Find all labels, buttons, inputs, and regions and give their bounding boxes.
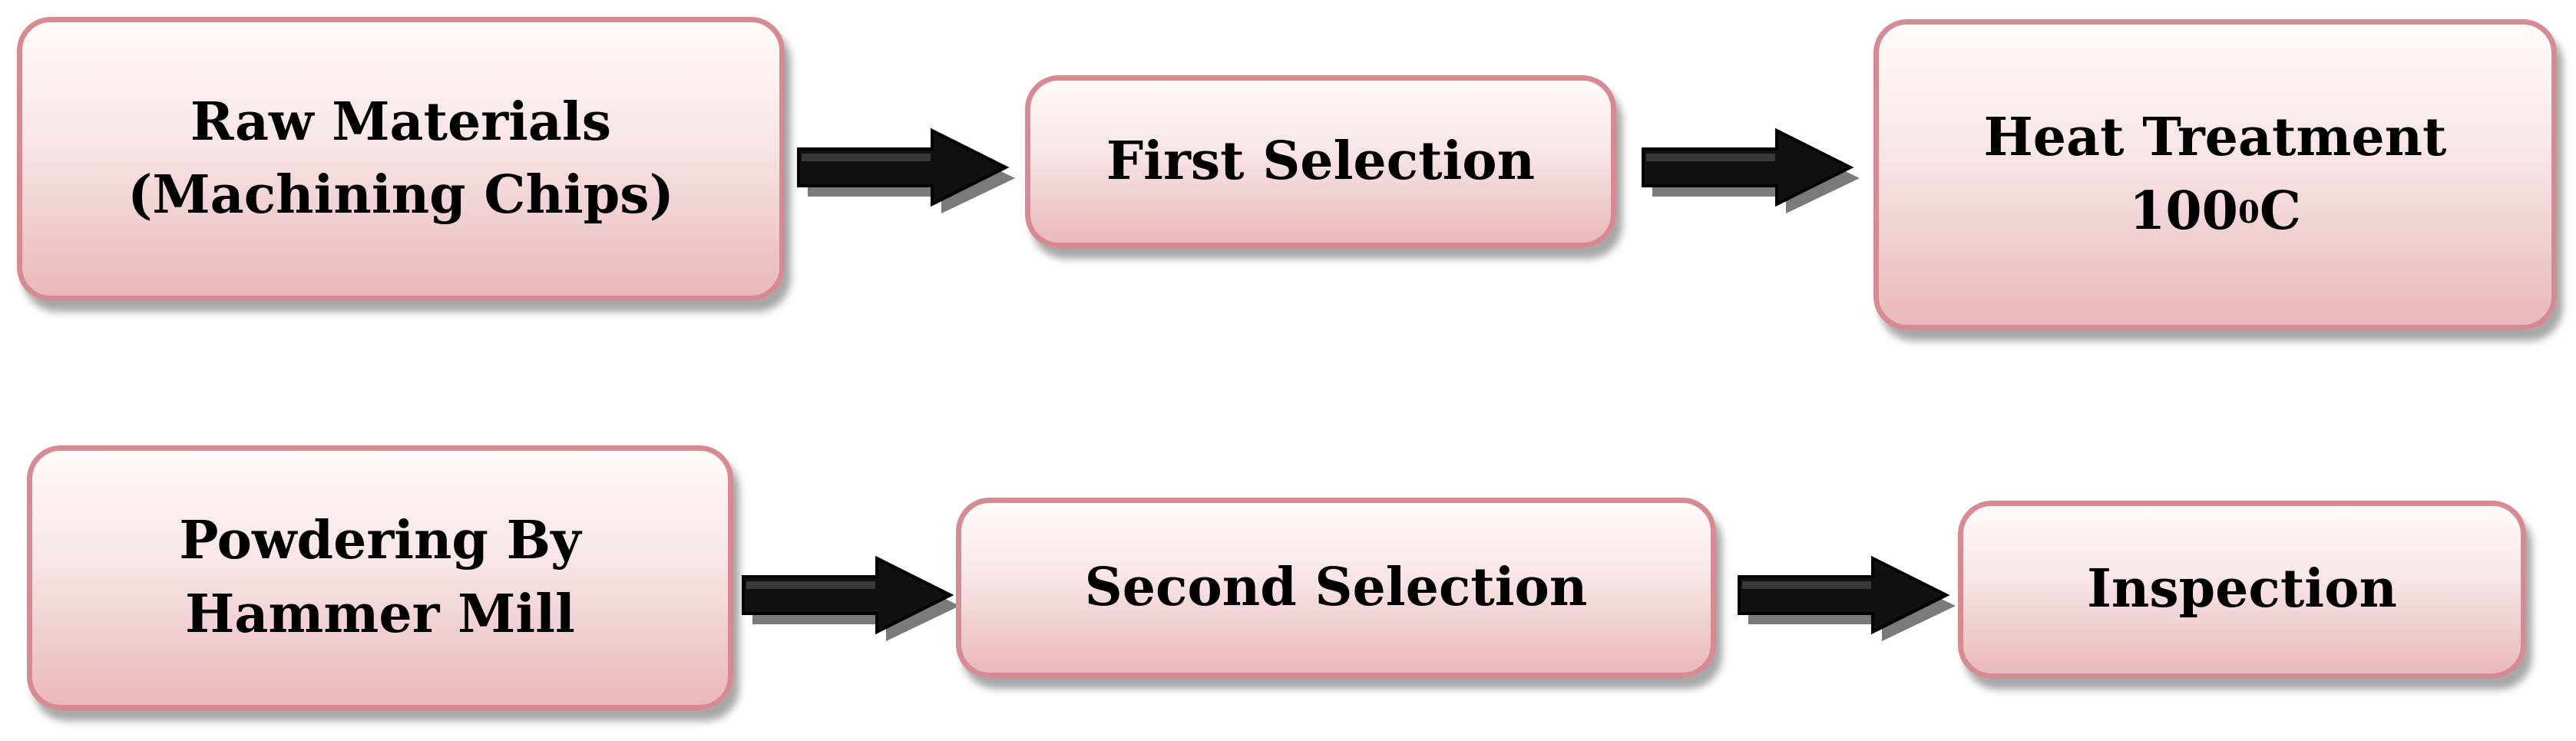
arrow-second-to-inspection-icon <box>1738 555 1956 641</box>
first-selection-label: First Selection <box>1106 130 1536 192</box>
inspection-label: Inspection <box>2087 558 2397 620</box>
arrow-first-to-heat-icon <box>1642 127 1860 213</box>
first-selection-box: First Selection <box>1025 75 1616 248</box>
raw-materials-box: Raw Materials (Machining Chips) <box>17 17 785 301</box>
inspection-box: Inspection <box>1958 501 2526 679</box>
second-selection-label: Second Selection <box>1084 556 1588 618</box>
degree-superscript: 0 <box>2237 194 2260 230</box>
raw-materials-sublabel: (Machining Chips) <box>127 164 674 226</box>
powdering-label: Powdering By <box>179 510 581 572</box>
heat-treatment-temperature: 1000C <box>2129 180 2301 242</box>
arrow-powdering-to-second-icon <box>742 555 960 641</box>
second-selection-box: Second Selection <box>956 498 1716 678</box>
heat-treatment-box: Heat Treatment 1000C <box>1873 19 2557 330</box>
powdering-box: Powdering By Hammer Mill <box>27 445 733 710</box>
arrow-raw-to-first-icon <box>797 127 1015 213</box>
powdering-sublabel: Hammer Mill <box>185 583 575 645</box>
raw-materials-label: Raw Materials <box>190 91 612 153</box>
heat-treatment-label: Heat Treatment <box>1983 107 2447 169</box>
